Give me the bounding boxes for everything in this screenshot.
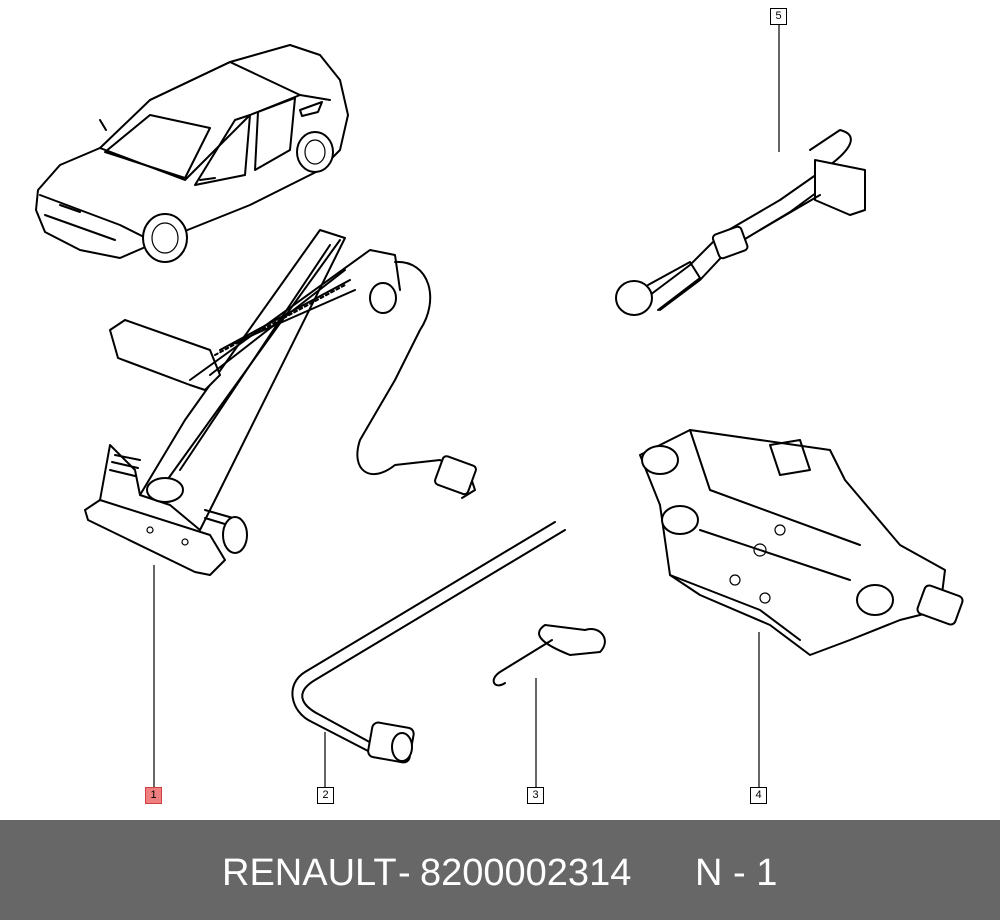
car-illustration: [35, 44, 349, 263]
callout-1[interactable]: 1: [145, 787, 162, 804]
callout-4[interactable]: 4: [750, 787, 767, 804]
footer-bar: RENAULT - 8200002314 N - 1: [0, 820, 1000, 920]
separator: -: [398, 852, 411, 894]
callout-2[interactable]: 2: [317, 787, 334, 804]
callout-3[interactable]: 3: [527, 787, 544, 804]
scissor-jack-illustration: [84, 229, 477, 576]
hook-illustration: [492, 624, 606, 687]
crank-handle-illustration: [615, 129, 866, 316]
parts-diagram: [35, 25, 964, 787]
leader-lines: [153, 25, 780, 787]
wheel-wrench-illustration: [291, 521, 566, 764]
jack-head-illustration: [639, 429, 964, 656]
callout-5[interactable]: 5: [770, 8, 787, 25]
part-number: 8200002314: [420, 852, 632, 894]
brand-name: RENAULT: [222, 852, 397, 894]
quantity-label: N - 1: [695, 852, 778, 894]
